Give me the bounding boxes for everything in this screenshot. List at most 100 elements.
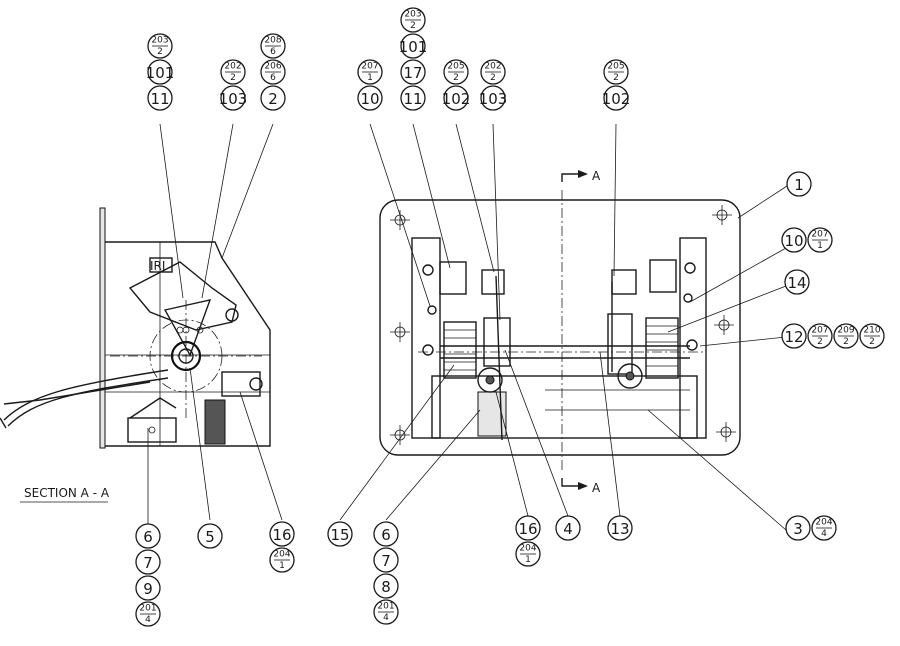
fraction-numerator: 202 [484,62,501,72]
item-number: 102 [442,90,471,108]
fraction-denominator: 1 [279,561,285,571]
housing-outline [105,241,271,447]
fraction-denominator: 1 [817,241,823,251]
fraction-numerator: 203 [151,36,168,46]
fraction-numerator: 201 [139,604,156,614]
fraction-numerator: 210 [863,326,880,336]
callout-r-bot-1: 15 [327,521,353,547]
fraction-denominator: 4 [383,613,389,623]
item-number: 3 [793,520,803,538]
item-number: 8 [381,578,391,596]
pedal-arm [3,369,169,427]
item-number-bubble [135,523,161,549]
item-number: 14 [787,274,806,292]
fraction-denominator: 6 [270,47,276,57]
item-number: 9 [143,580,153,598]
fraction-numerator: 205 [607,62,624,72]
item-number: 13 [610,520,629,538]
item-number: 7 [381,552,391,570]
item-number-bubble [781,323,807,349]
item-number: 12 [784,328,803,346]
item-number-bubble [786,171,812,197]
fraction-denominator: 4 [145,615,151,625]
fraction-numerator: 208 [264,36,281,46]
item-number: 11 [403,90,422,108]
item-number: 6 [143,528,153,546]
item-number: 5 [205,528,215,546]
fraction-denominator: 2 [157,47,163,57]
fraction-numerator: 202 [224,62,241,72]
left-spring [443,321,477,379]
item-number-bubble [480,85,506,111]
fraction-numerator: 201 [377,602,394,612]
item-number-bubble [197,523,223,549]
section-label: SECTION A - A [24,486,110,500]
leader-lines [147,123,788,531]
item-number: 15 [330,526,349,544]
fraction-denominator: 1 [367,73,373,83]
callout-r-right-3: 14 [784,269,810,295]
item-number-bubble [373,521,399,547]
right-spring [645,317,679,379]
item-number-bubble [260,85,286,111]
right-actuator [611,269,637,295]
section-a-a-view: IRJ SECTION A - A [0,207,271,503]
channel-frame [431,375,698,439]
item-number-bubble [357,85,383,111]
fraction-numerator: 206 [264,62,281,72]
item-number: 101 [146,64,175,82]
item-number: 103 [479,90,508,108]
item-number: 102 [602,90,631,108]
lever-bracket [128,261,237,331]
fraction-numerator: 204 [273,550,290,560]
fraction-denominator: 1 [525,555,531,565]
right-lever [607,313,633,375]
item-number: 16 [518,520,537,538]
svg-text:A: A [592,169,601,183]
item-number-bubble [443,85,469,111]
item-number-bubble [135,549,161,575]
fraction-numerator: 203 [404,10,421,20]
fraction-denominator: 2 [613,73,619,83]
right-roller [617,363,643,389]
item-number: 6 [381,526,391,544]
right-bracket [679,237,707,439]
item-number: 10 [360,90,379,108]
item-number-bubble [785,515,811,541]
mounting-holes [390,205,736,445]
item-number: 11 [150,90,169,108]
callout-r-right-1: 1 [786,171,812,197]
left-switch [439,261,467,295]
item-number-bubble [327,521,353,547]
fraction-denominator: 6 [270,73,276,83]
callout-r-bot-5: 13 [607,515,633,541]
item-number-bubble [220,85,246,111]
section-marker-top [561,173,578,182]
item-number-bubble [269,521,295,547]
item-number: 7 [143,554,153,572]
item-number: 16 [272,526,291,544]
item-number: 2 [268,90,278,108]
mounting-plate [99,207,106,449]
fraction-numerator: 207 [361,62,378,72]
item-number: 1 [794,176,804,194]
item-number-bubble [373,547,399,573]
base-plate [379,199,741,456]
item-number-bubble [400,33,426,59]
item-number-bubble [147,85,173,111]
item-number-bubble [373,573,399,599]
section-marker-bottom [561,478,578,487]
